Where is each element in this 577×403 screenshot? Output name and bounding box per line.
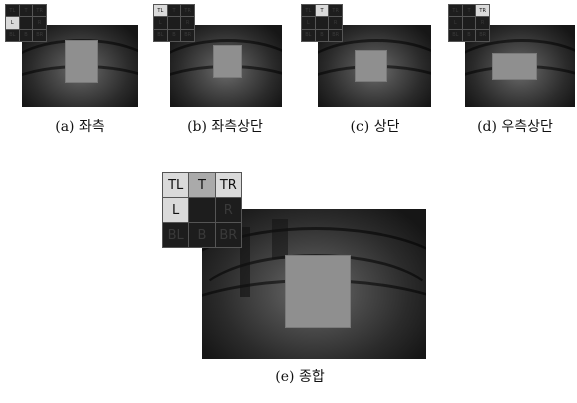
grid-cell-b: B: [462, 29, 476, 41]
grid-cell-l: L: [6, 17, 19, 29]
caption-b: (b) 좌측상단: [187, 119, 263, 135]
depth-contour: [202, 227, 426, 340]
caption-e: (e) 종합: [275, 369, 325, 385]
grid-cell-r: R: [476, 17, 489, 29]
grid-cell-tr: TR: [33, 5, 46, 17]
grid-cell-br: BR: [181, 29, 194, 41]
depth-contour: [318, 39, 431, 107]
depth-image-b: [170, 25, 282, 107]
grid-cell-t: T: [315, 5, 329, 17]
grid-cell-br: BR: [33, 29, 46, 41]
depth-image-a: [22, 25, 138, 107]
grid-cell-r: R: [329, 17, 342, 29]
grid-cell-b: B: [189, 223, 215, 247]
object-region: [213, 45, 242, 78]
occlusion-strip: [272, 219, 288, 259]
grid-cell-t: T: [167, 5, 181, 17]
object-region: [65, 40, 98, 83]
grid-cell-bl: BL: [302, 29, 315, 41]
grid-cell-center: [167, 17, 181, 29]
caption-d: (d) 우측상단: [477, 119, 553, 135]
caption-a: (a) 좌측: [55, 119, 105, 135]
grid-cell-bl: BL: [449, 29, 462, 41]
grid-cell-tl: TL: [302, 5, 315, 17]
grid-cell-l: L: [163, 198, 189, 222]
caption-c: (c) 상단: [350, 119, 400, 135]
object-region: [492, 53, 537, 80]
grid-cell-center: [315, 17, 329, 29]
grid-cell-l: L: [302, 17, 315, 29]
grid-cell-center: [19, 17, 33, 29]
grid-cell-t: T: [19, 5, 33, 17]
depth-contour: [465, 39, 575, 107]
grid-cell-b: B: [19, 29, 33, 41]
grid-cell-tr: TR: [476, 5, 489, 17]
grid-cell-tl: TL: [6, 5, 19, 17]
grid-cell-tl: TL: [154, 5, 167, 17]
object-region: [285, 255, 351, 328]
grid-cell-center: [462, 17, 476, 29]
occlusion-strip: [240, 227, 250, 297]
grid-cell-b: B: [315, 29, 329, 41]
grid-cell-r: R: [33, 17, 46, 29]
grid-cell-t: T: [462, 5, 476, 17]
grid-cell-bl: BL: [6, 29, 19, 41]
grid-cell-tr: TR: [181, 5, 194, 17]
depth-image-d: [465, 25, 575, 107]
grid-cell-br: BR: [476, 29, 489, 41]
depth-contour: [170, 39, 282, 107]
grid-cell-tl: TL: [163, 173, 189, 197]
grid-cell-l: L: [449, 17, 462, 29]
grid-cell-center: [189, 198, 215, 222]
object-region: [355, 50, 387, 82]
grid-cell-l: L: [154, 17, 167, 29]
grid-cell-t: T: [189, 173, 215, 197]
grid-cell-tr: TR: [215, 173, 241, 197]
grid-cell-r: R: [215, 198, 241, 222]
grid-cell-tr: TR: [329, 5, 342, 17]
grid-cell-br: BR: [215, 223, 241, 247]
grid-cell-b: B: [167, 29, 181, 41]
grid-cell-tl: TL: [449, 5, 462, 17]
grid-cell-bl: BL: [154, 29, 167, 41]
grid-cell-r: R: [181, 17, 194, 29]
grid-cell-br: BR: [329, 29, 342, 41]
grid-cell-bl: BL: [163, 223, 189, 247]
